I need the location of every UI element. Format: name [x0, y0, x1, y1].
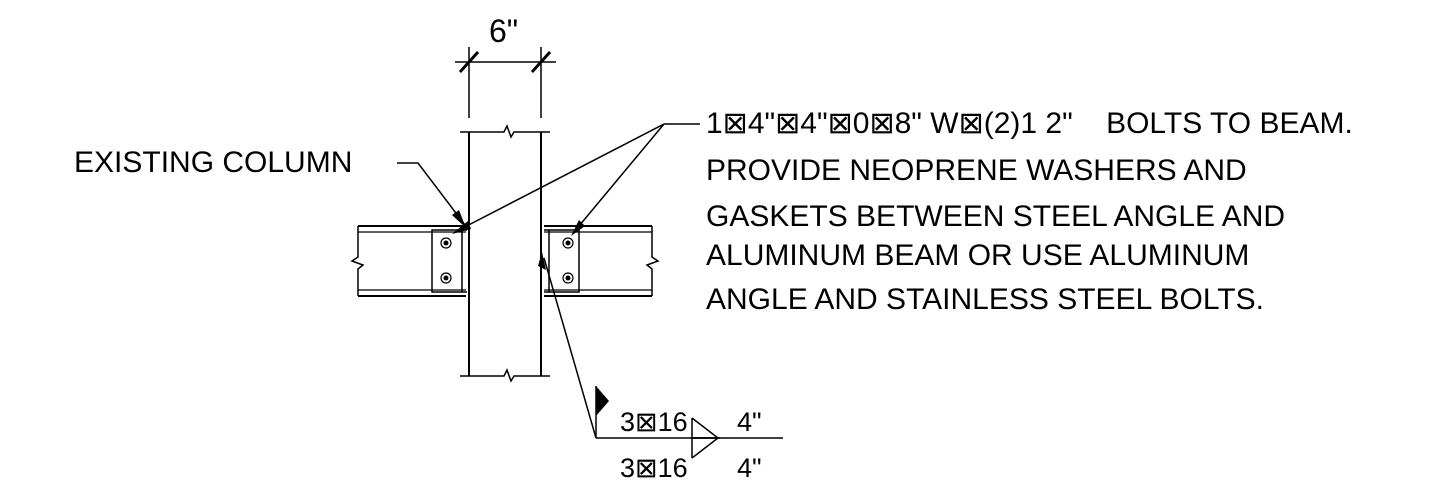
existing-column-label: EXISTING COLUMN — [74, 146, 352, 179]
note-line-5: ANGLE AND STAINLESS STEEL BOLTS. — [706, 283, 1264, 316]
weld-bottom-length: 4" — [737, 453, 762, 483]
existing-column-leader — [397, 162, 466, 228]
right-clip-angle — [544, 229, 580, 293]
note-leaders — [452, 123, 700, 236]
note-line-4: ALUMINUM BEAM OR USE ALUMINUM — [706, 239, 1249, 272]
right-beam — [544, 225, 660, 297]
weld-top-length: 4" — [737, 407, 762, 437]
bolt-icon — [562, 237, 574, 249]
weld-bottom-size: 3⊠16 — [620, 453, 688, 483]
note-text: 1⊠4"⊠4"⊠0⊠8" W⊠(2)1 2" BOLTS TO BEAM. PR… — [706, 107, 1353, 316]
weld-top-size: 3⊠16 — [620, 407, 688, 437]
left-beam — [350, 225, 466, 297]
field-weld-flag-icon — [596, 386, 609, 416]
bolt-icon — [440, 237, 452, 249]
note-line-1: 1⊠4"⊠4"⊠0⊠8" W⊠(2)1 2" BOLTS TO BEAM. — [706, 107, 1353, 140]
note-line-2: PROVIDE NEOPRENE WASHERS AND — [706, 154, 1247, 187]
dimension-label: 6" — [489, 13, 518, 49]
dimension-6in: 6" — [455, 13, 556, 118]
left-clip-angle — [431, 229, 467, 293]
bolt-icon — [440, 272, 452, 284]
bolt-icon — [562, 272, 574, 284]
weld-symbol: 3⊠16 4" 3⊠16 4" — [538, 252, 783, 483]
note-line-3: GASKETS BETWEEN STEEL ANGLE AND — [706, 200, 1285, 233]
existing-column — [460, 124, 550, 383]
